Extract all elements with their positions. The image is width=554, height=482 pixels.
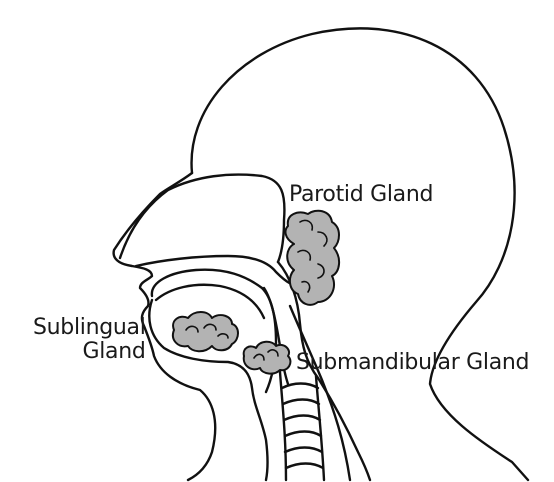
trachea bbox=[280, 372, 324, 480]
submandibular-gland-label: Submandibular Gland bbox=[296, 351, 529, 375]
parotid-gland-label: Parotid Gland bbox=[289, 183, 433, 207]
tongue-inner bbox=[156, 285, 264, 318]
sublingual-label-line2: Gland bbox=[33, 340, 146, 364]
parotid-gland bbox=[286, 211, 340, 305]
sublingual-label-line1: Sublingual bbox=[33, 316, 146, 340]
nasal-cavity bbox=[120, 175, 284, 262]
head-outline bbox=[192, 28, 528, 480]
submandibular-gland bbox=[244, 342, 291, 374]
esophagus-line bbox=[290, 306, 350, 480]
sublingual-gland-label: Sublingual Gland bbox=[33, 316, 146, 364]
sublingual-gland bbox=[173, 312, 238, 351]
